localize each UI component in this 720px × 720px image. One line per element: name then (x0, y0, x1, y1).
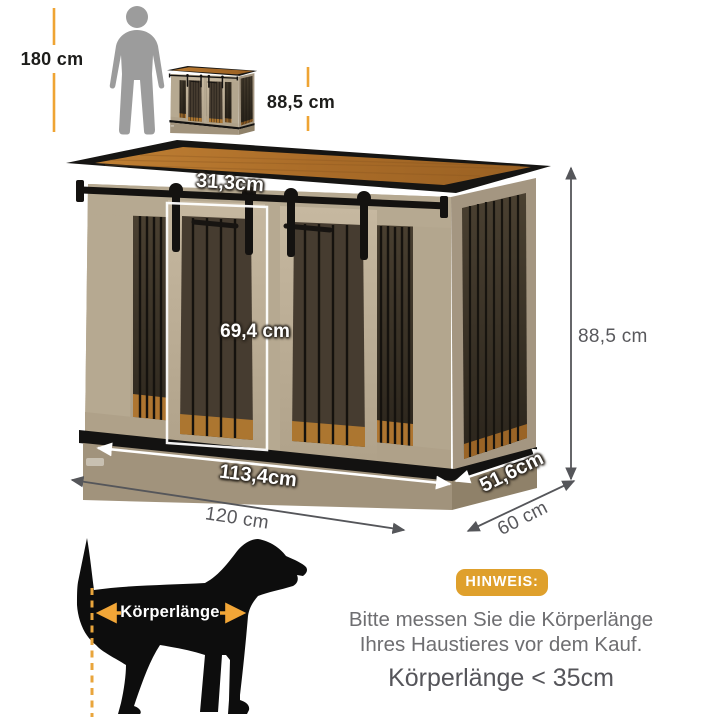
notice-badge: HINWEIS: (456, 569, 548, 596)
notice-text-line1: Bitte messen Sie die Körperlänge (348, 608, 654, 631)
dimension-line-total-width (70, 476, 406, 534)
dog-silhouette (77, 538, 307, 714)
human-height-label: 180 cm (20, 49, 84, 69)
dimension-line-total-depth (466, 480, 576, 532)
door-width-label: 31,3cm (195, 169, 265, 197)
thumbnail-height-label: 88,5 cm (266, 92, 336, 112)
human-silhouette (109, 6, 165, 135)
dog-length-label: Körperlänge (120, 603, 220, 621)
crate-thumbnail (166, 65, 258, 136)
notice-text-block: Bitte messen Sie die Körperlänge Ihres H… (318, 607, 684, 693)
notice-text-line2: Ihres Haustieres vor dem Kauf. (359, 633, 643, 656)
crate-illustration (66, 140, 551, 510)
dimension-line-inner-depth (454, 448, 549, 484)
inner-height-label: 69,4 cm (220, 321, 290, 342)
total-height-label: 88,5 cm (578, 326, 648, 347)
notice-required-length: Körperlänge < 35cm (388, 664, 614, 692)
